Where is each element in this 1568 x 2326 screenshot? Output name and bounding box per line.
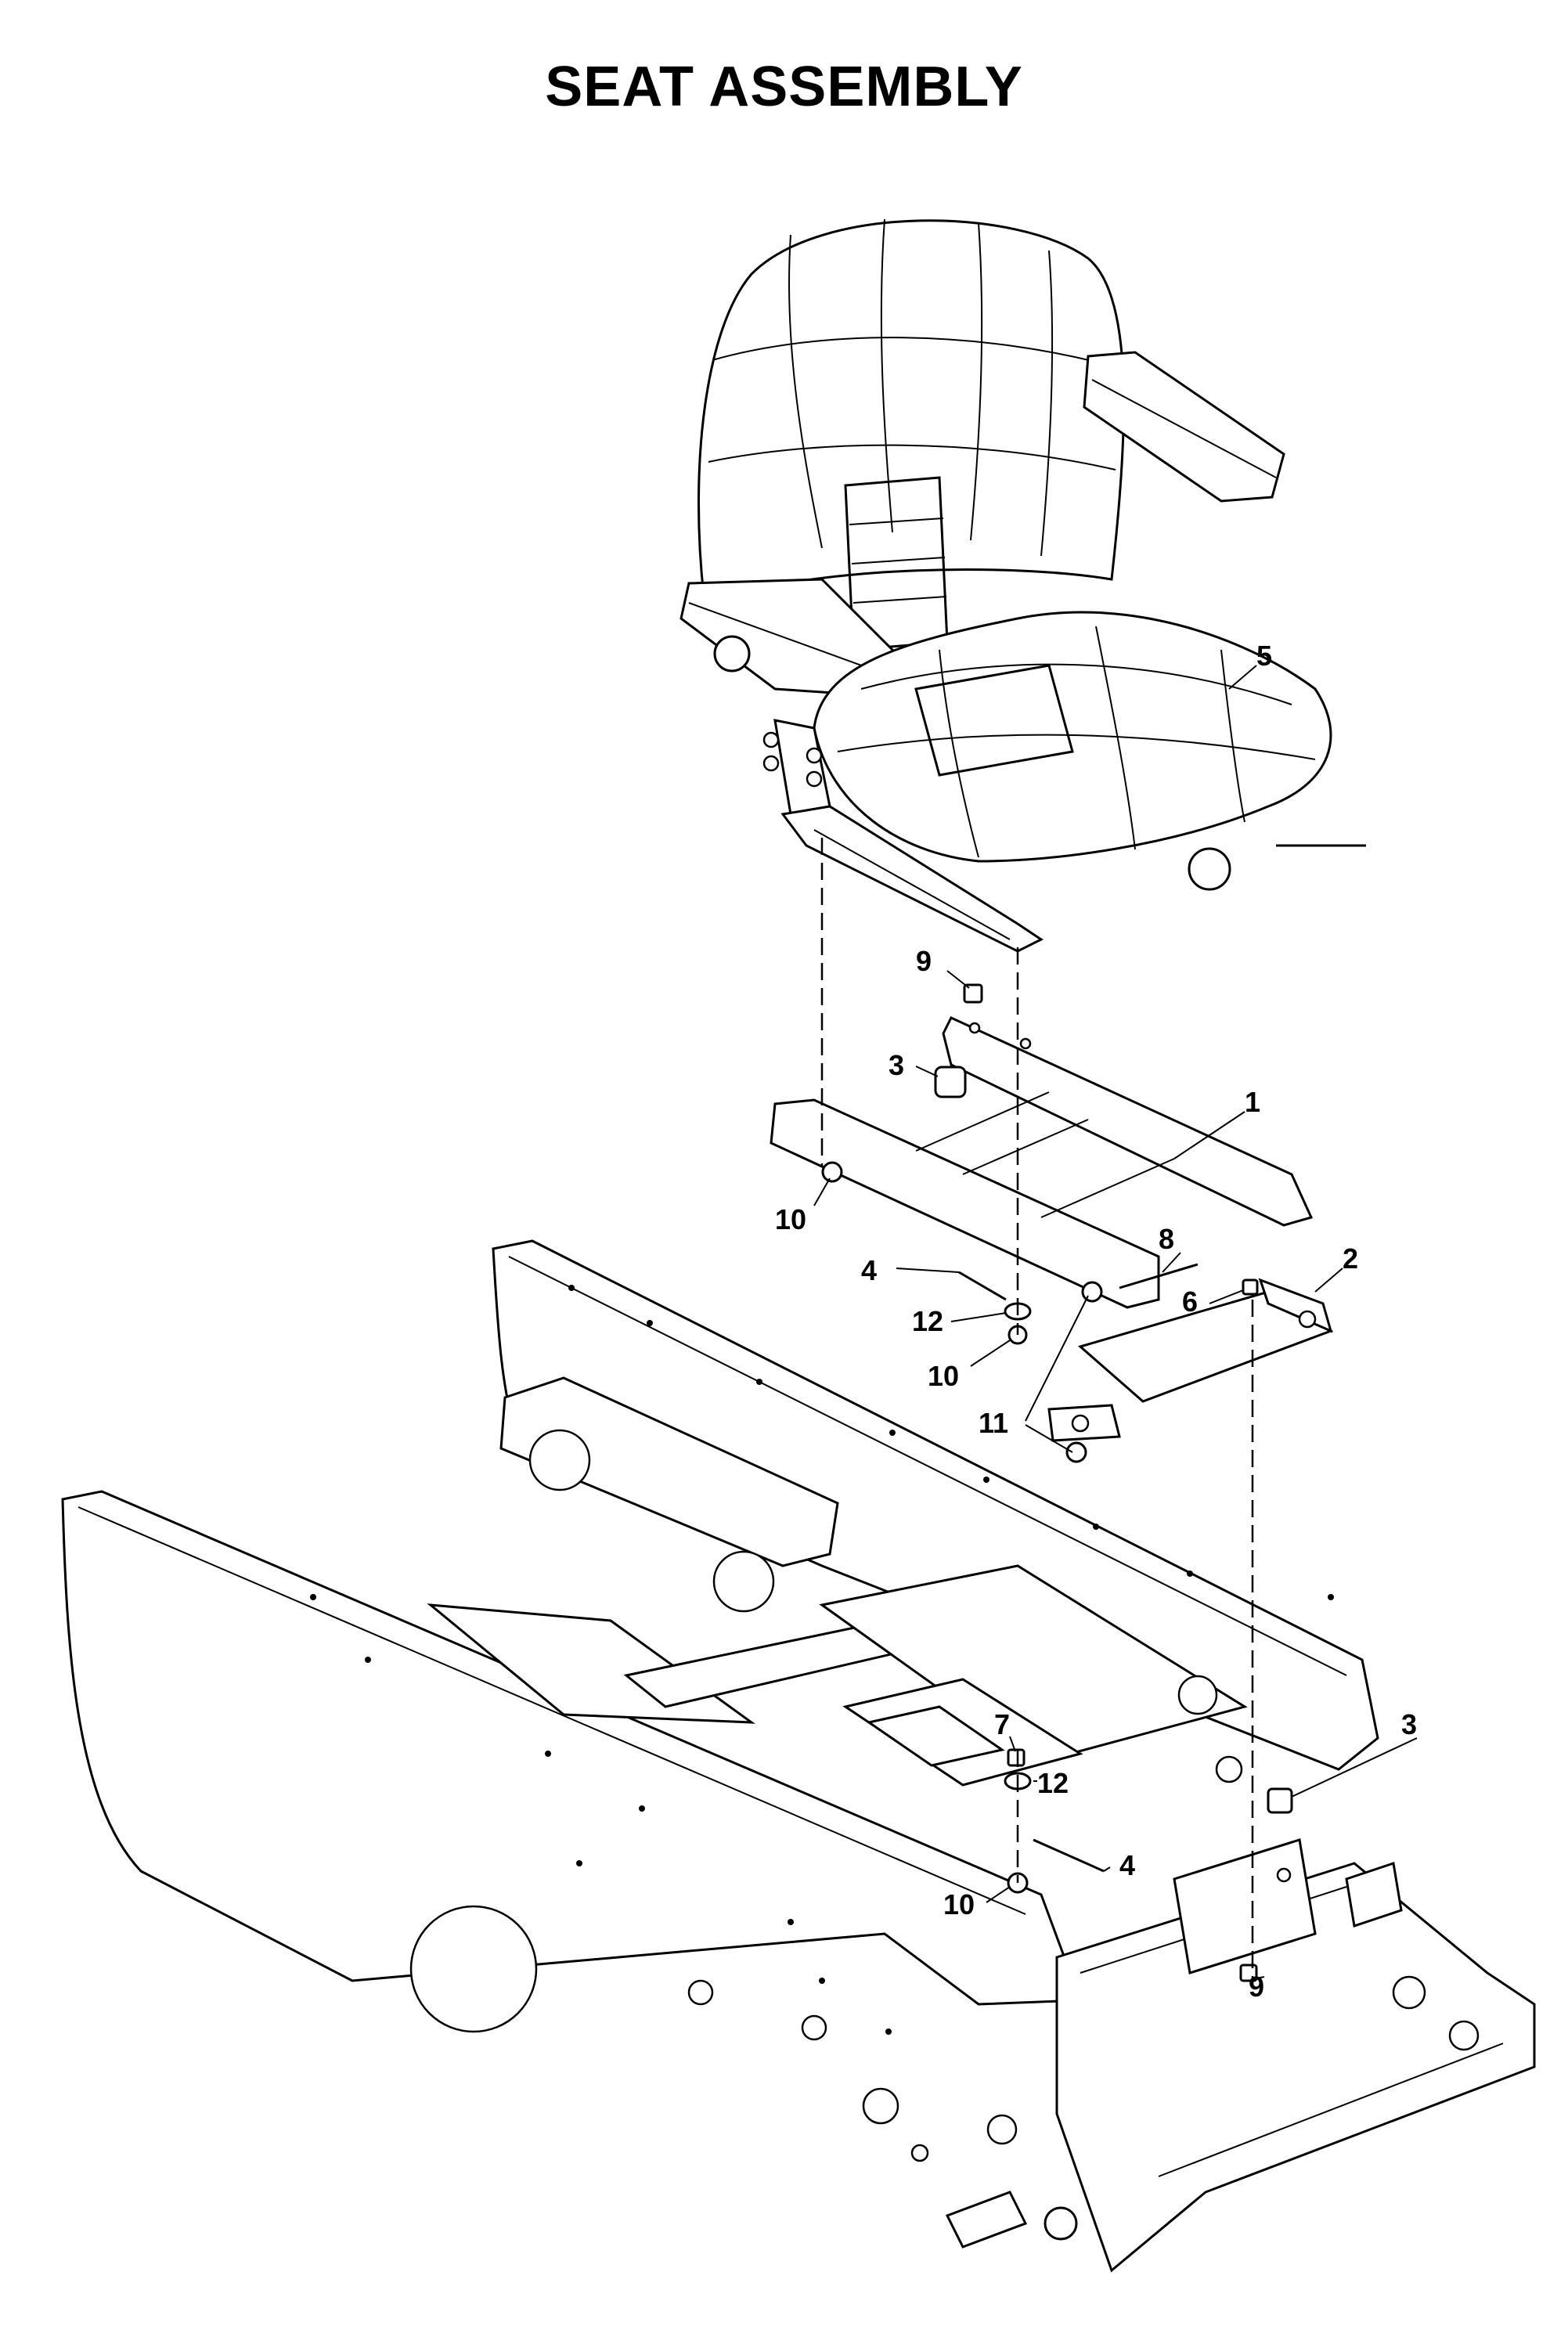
callouts: 5 9 3 1 10 8 2 4 6 12 10 11 3 7 12 4 10 …	[775, 640, 1417, 2003]
callout-12-lower: 12	[1037, 1767, 1069, 1799]
callout-12-upper: 12	[912, 1305, 943, 1337]
seat	[679, 218, 1366, 953]
callout-4-lower: 4	[1119, 1849, 1135, 1881]
leader-lines	[813, 665, 1418, 1980]
callout-1: 1	[1245, 1086, 1260, 1118]
callout-2: 2	[1343, 1242, 1358, 1275]
callout-7: 7	[994, 1708, 1010, 1740]
callout-10-middle: 10	[928, 1360, 959, 1392]
callout-9-lower: 9	[1249, 1971, 1264, 2003]
alignment-lines	[820, 838, 1254, 1981]
callout-3-lower: 3	[1401, 1708, 1417, 1740]
callout-3-upper: 3	[889, 1049, 904, 1081]
seat-pivot-bracket	[1047, 1278, 1334, 1442]
callout-10-lower: 10	[943, 1888, 975, 1920]
callout-4-upper: 4	[861, 1254, 877, 1286]
callout-11: 11	[979, 1407, 1008, 1439]
callout-8: 8	[1159, 1223, 1174, 1255]
frame	[61, 1239, 1536, 2273]
seat-mount-plate	[770, 1016, 1314, 1309]
page-title: SEAT ASSEMBLY	[545, 56, 1023, 118]
callout-9-upper: 9	[916, 945, 932, 977]
callout-5: 5	[1256, 640, 1272, 672]
hardware	[821, 983, 1259, 1982]
callout-6: 6	[1182, 1286, 1198, 1318]
callout-10-upper: 10	[775, 1203, 806, 1235]
